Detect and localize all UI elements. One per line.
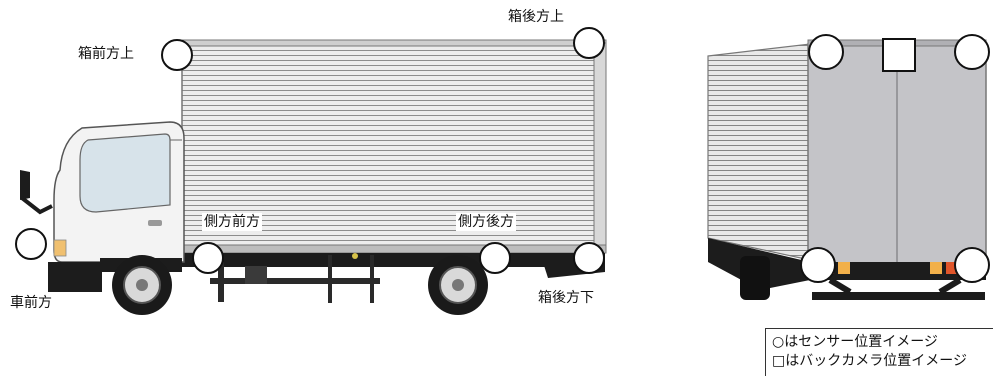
sensor-box-rear-bottom (573, 242, 605, 274)
legend: ○はセンサー位置イメージ □はバックカメラ位置イメージ (765, 328, 993, 376)
front-wheel (112, 255, 172, 315)
rear-wheel (428, 255, 488, 315)
chassis-frame (180, 253, 600, 267)
sensor-side-front (192, 242, 224, 274)
label-vehicle-front: 車前方 (10, 295, 52, 311)
side-view-truck (15, 27, 607, 315)
rear-view-box-side (707, 43, 811, 261)
sensor-rear-top-right (954, 34, 990, 70)
cargo-box-top-rail (181, 39, 607, 47)
label-box-rear-bottom: 箱後方下 (538, 290, 594, 306)
side-mirror (20, 170, 30, 200)
sensor-box-rear-top (573, 27, 605, 59)
camera-rear (882, 38, 916, 72)
rear-bumper (812, 292, 985, 300)
cargo-box-bottom-rail (181, 244, 607, 254)
legend-sensor: ○はセンサー位置イメージ (772, 334, 938, 350)
sensor-box-front-top (161, 39, 193, 71)
cab-bumper (48, 262, 102, 292)
label-box-front-top: 箱前方上 (78, 46, 134, 62)
rear-view-wheel (740, 256, 770, 300)
sensor-rear-bottom-right (954, 247, 990, 283)
cab-window (79, 133, 171, 213)
label-side-front: 側方前方 (202, 213, 262, 231)
sensor-vehicle-front (15, 228, 47, 260)
legend-camera: □はバックカメラ位置イメージ (772, 353, 967, 369)
label-side-rear: 側方後方 (456, 213, 516, 231)
cargo-box-rear-post (593, 42, 607, 252)
sensor-rear-top-left (808, 34, 844, 70)
sensor-side-rear (479, 242, 511, 274)
rear-view-truck (707, 34, 990, 300)
sensor-rear-bottom-left (800, 247, 836, 283)
label-box-rear-top: 箱後方上 (508, 9, 564, 25)
side-guard (210, 278, 380, 284)
